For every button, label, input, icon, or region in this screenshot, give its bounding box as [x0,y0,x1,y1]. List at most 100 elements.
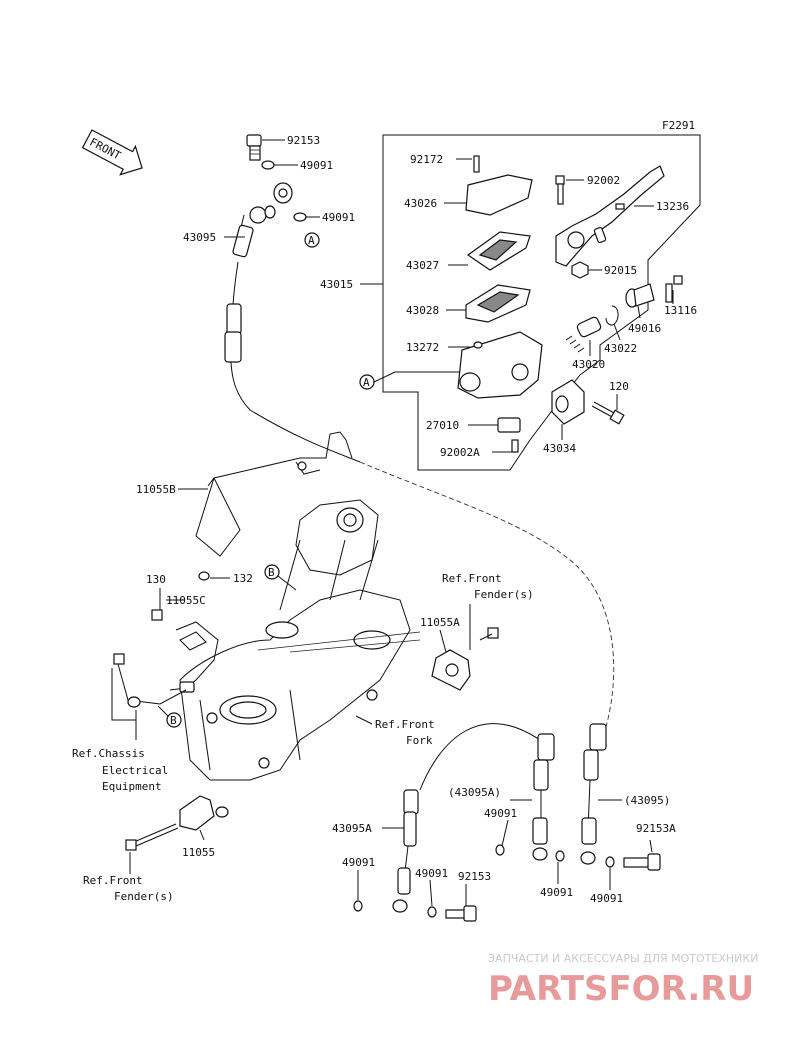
part-43028-center [476,291,520,313]
part-49016-boot [625,283,655,308]
washer-49091-b1 [495,844,505,856]
label-132: 132 [233,572,253,585]
label-92002A: 92002A [440,446,480,459]
part-13236-lever [555,165,665,267]
part-43020-piston [565,316,602,353]
leader-a-mc-1 [373,371,396,383]
master-cylinder-group-frame [382,134,701,471]
label-49091-b5: 49091 [415,867,448,880]
brake-line-route [359,461,615,741]
part-11055-bracket [179,795,229,831]
callout-b-bottom: B [170,714,177,727]
callout-circle-b-bottom [166,712,182,728]
label-43095: 43095 [183,231,216,244]
washer-49091-b4 [353,900,363,912]
label-ref-chassis-2: Electrical [102,764,168,777]
part-43026-cap [465,174,533,216]
label-11055A: 11055A [420,616,460,629]
part-chassis-bolt [113,653,125,665]
part-13116-pivot [665,275,683,303]
label-43028: 43028 [406,304,439,317]
callout-b-top: B [268,566,275,579]
label-92015: 92015 [604,264,637,277]
label-43027: 43027 [406,259,439,272]
washer-49091-b5 [427,906,437,918]
leader-chassis [111,668,137,740]
part-43027-center [478,239,518,261]
part-master-cylinder-body [457,331,543,453]
leader-11055A-bolt [479,633,493,641]
part-13272-bleeder [473,341,483,349]
label-ref-front-fork-2: Fork [406,734,433,747]
part-92153A-bolt [623,853,661,871]
part-11055B-bracket [195,431,353,557]
label-43026: 43026 [404,197,437,210]
label-43034: 43034 [543,442,576,455]
part-120-bolt [591,401,625,425]
label-43020: 43020 [572,358,605,371]
callout-circle-a-top [304,232,320,248]
label-92002: 92002 [587,174,620,187]
washer-49091-b2 [555,850,565,862]
part-92172-screw [473,155,480,173]
label-92153A: 92153A [636,822,676,835]
upper-brake-hose [224,205,361,463]
label-49091-b1: 49091 [484,807,517,820]
label-49091-top2: 49091 [322,211,355,224]
label-130: 130 [146,573,166,586]
label-ref-chassis-1: Ref.Chassis [72,747,145,760]
chassis-bracket-line [117,663,187,705]
label-43095-paren: (43095) [624,794,670,807]
top-banjo-bolt [246,134,307,222]
label-92172: 92172 [410,153,443,166]
label-ref-front-fender-top-2: Fender(s) [474,588,534,601]
part-43034-clamp [551,379,585,425]
leader-49091-b5 [429,879,433,907]
label-92153: 92153 [287,134,320,147]
part-92015-nut [571,261,589,279]
part-11055C-bracket [169,621,219,693]
label-49016: 49016 [628,322,661,335]
callout-circle-b-top [264,564,280,580]
watermark-logo: PARTSFOR.RU [488,969,754,1009]
label-13236: 13236 [656,200,689,213]
label-ref-front-fork-1: Ref.Front [375,718,435,731]
leader-43022 [613,323,621,341]
leader-49016 [637,305,641,319]
part-fender-bolt [125,823,179,851]
leader-b-top [277,575,297,591]
label-43015: 43015 [320,278,353,291]
watermark-tagline: ЗАПЧАСТИ И АКСЕССУАРЫ ДЛЯ МОТОТЕХНИКИ [488,952,758,965]
part-132-nut [198,571,210,581]
label-13272: 13272 [406,341,439,354]
front-fork-assembly [179,499,421,781]
label-49091-b2: 49091 [540,886,573,899]
figure-code: F2291 [662,119,695,132]
label-120: 120 [609,380,629,393]
label-43095A-paren: (43095A) [448,786,501,799]
part-11055A-clamp [431,649,471,691]
label-43095A: 43095A [332,822,372,835]
label-27010: 27010 [426,419,459,432]
label-ref-front-fender-bottom-1: Ref.Front [83,874,143,887]
part-92002-bolt [555,175,565,205]
label-43022: 43022 [604,342,637,355]
label-92153-bottom: 92153 [458,870,491,883]
lower-hose-43095A [392,723,555,913]
label-ref-front-fender-top-1: Ref.Front [442,572,502,585]
part-130-bolt [151,609,163,621]
label-ref-chassis-3: Equipment [102,780,162,793]
lower-hose-43095 [580,723,607,865]
part-43022-ring [605,305,619,326]
label-11055C: 11055C [166,594,206,607]
callout-a-mc: A [363,376,370,389]
leader-49091-b1 [501,819,509,847]
label-11055: 11055 [182,846,215,859]
front-arrow-icon: FRONT [81,129,143,176]
label-ref-front-fender-bottom-2: Fender(s) [114,890,174,903]
label-49091-top1: 49091 [300,159,333,172]
chassis-grommet [127,696,141,708]
label-11055B: 11055B [136,483,176,496]
